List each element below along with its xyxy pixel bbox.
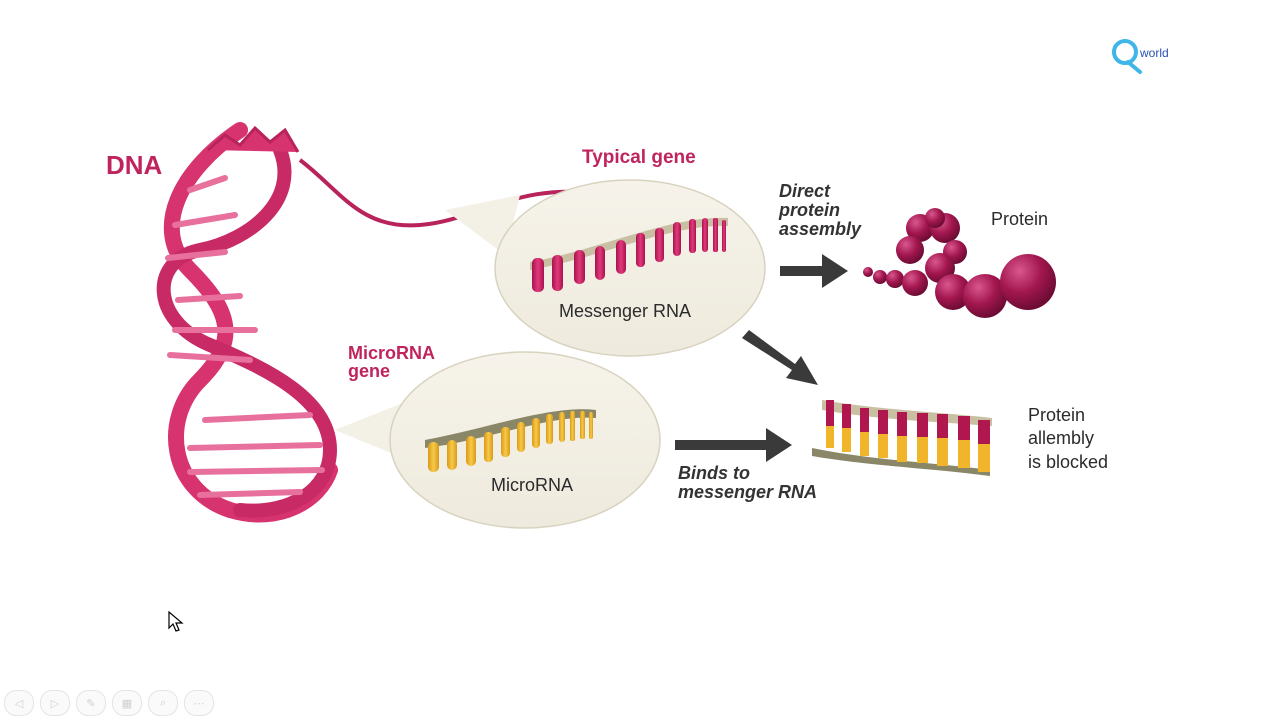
bound-rna-complex — [812, 400, 992, 476]
microrna-gene-label: MicroRNA gene — [348, 343, 436, 381]
slides-icon: ▦ — [121, 696, 133, 710]
zoom-button[interactable]: ⌕ — [148, 690, 178, 716]
blocked-label-line1: Protein — [1028, 405, 1086, 425]
prev-slide-button[interactable]: ◁ — [4, 690, 34, 716]
qworld-logo: world — [1110, 36, 1180, 76]
all-slides-button[interactable]: ▦ — [112, 690, 142, 716]
more-options-button[interactable]: ⋯ — [184, 690, 214, 716]
arrow-binds — [675, 428, 792, 462]
more-icon: ⋯ — [193, 696, 205, 710]
protein-cluster — [863, 208, 1056, 318]
microrna-label: MicroRNA — [491, 475, 574, 495]
typical-gene-bubble — [445, 179, 766, 357]
binds-to-mrna-label: Binds to messenger RNA — [678, 464, 817, 502]
blocked-label-line3: is blocked — [1028, 451, 1109, 472]
messenger-rna-label: Messenger RNA — [559, 301, 692, 321]
microrna-strand — [428, 411, 593, 472]
direct-label-line3: assembly — [779, 218, 862, 239]
binds-label-line2: messenger RNA — [678, 481, 818, 502]
direct-label-line2: protein — [779, 199, 840, 220]
blocked-label-line2: allembly — [1028, 428, 1095, 449]
pen-tool-button[interactable]: ✎ — [76, 690, 106, 716]
slideshow-controls: ◁ ▷ ✎ ▦ ⌕ ⋯ — [4, 690, 214, 716]
direct-protein-assembly-label: Direct protein assembly — [779, 182, 861, 239]
dna-helix — [156, 122, 606, 523]
pen-icon: ✎ — [86, 696, 96, 710]
protein-assembly-blocked-label: Protein allembly is blocked — [1028, 404, 1108, 474]
direct-label-line1: Direct — [779, 181, 831, 201]
zoom-icon: ⌕ — [159, 696, 167, 709]
q-logo-icon — [1112, 39, 1142, 74]
prev-icon: ◁ — [14, 696, 24, 710]
messenger-rna-strand — [532, 218, 726, 292]
microrna-gene-label-line1: MicroRNA — [348, 343, 436, 363]
microrna-bubble — [335, 351, 661, 529]
next-slide-button[interactable]: ▷ — [40, 690, 70, 716]
typical-gene-label: Typical gene — [582, 147, 696, 168]
arrow-diagonal — [742, 330, 818, 385]
mouse-cursor-icon — [168, 611, 184, 632]
dna-label: DNA — [106, 150, 163, 180]
arrow-direct-assembly — [780, 254, 848, 288]
logo-text: world — [1140, 46, 1169, 60]
next-icon: ▷ — [50, 696, 60, 710]
binds-label-line1: Binds to — [678, 463, 750, 483]
microrna-gene-label-line2: gene — [348, 360, 391, 381]
protein-label: Protein — [991, 209, 1049, 229]
